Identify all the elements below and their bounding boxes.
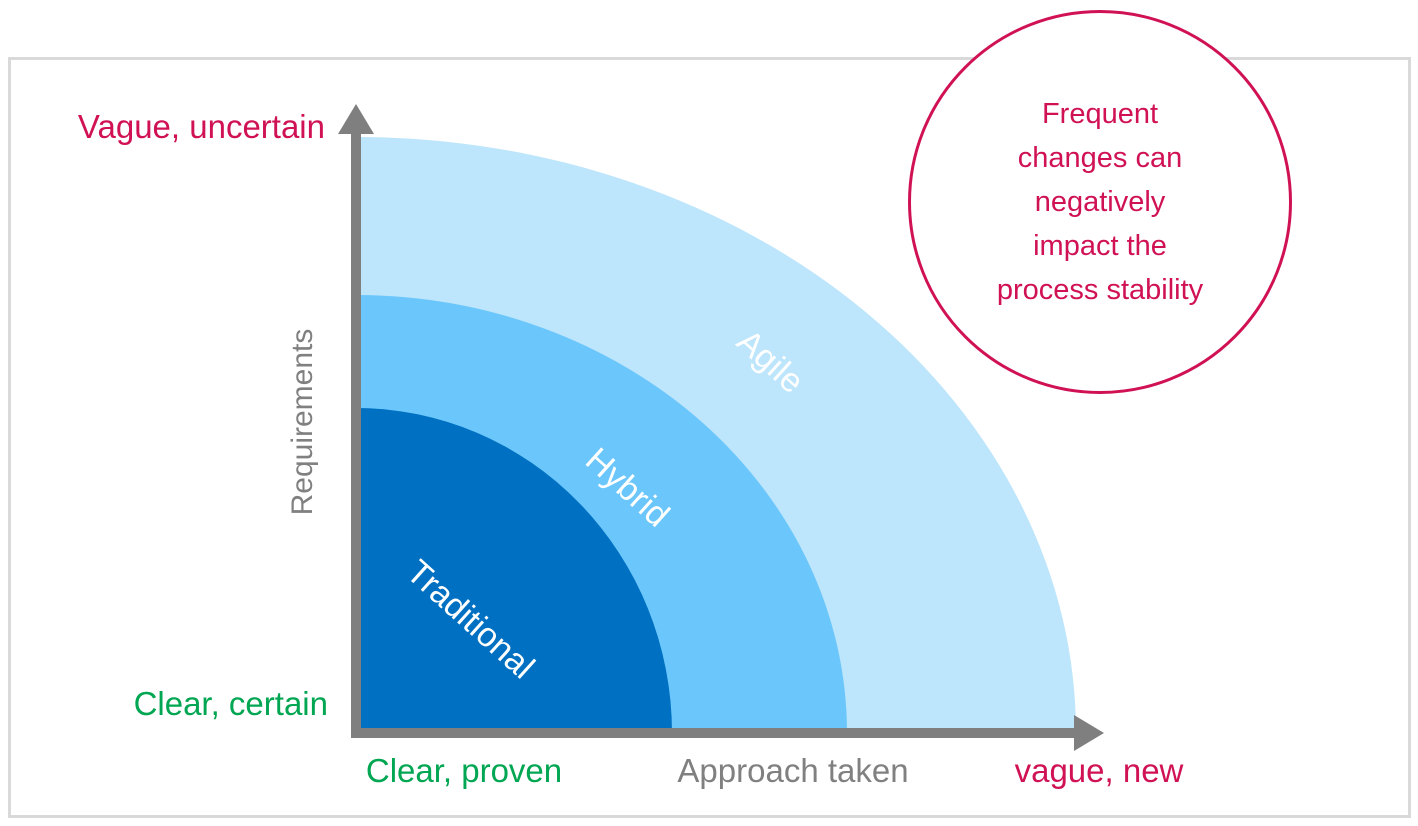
x-axis-title: Approach taken [677,752,909,789]
x-axis-left-label: Clear, proven [365,752,563,789]
callout-text: Frequent changes can negatively impact t… [996,97,1204,307]
y-axis-top-label: Vague, uncertain [77,108,325,145]
callout-circle: Frequent changes can negatively impact t… [908,10,1292,394]
y-axis-bottom-label: Clear, certain [133,685,328,722]
x-axis-right-label: vague, new [1014,752,1184,789]
y-axis-title: Requirements [286,328,319,516]
ring-traditional [356,408,672,733]
y-axis-arrowhead [338,104,374,134]
x-axis-arrowhead [1074,715,1104,751]
